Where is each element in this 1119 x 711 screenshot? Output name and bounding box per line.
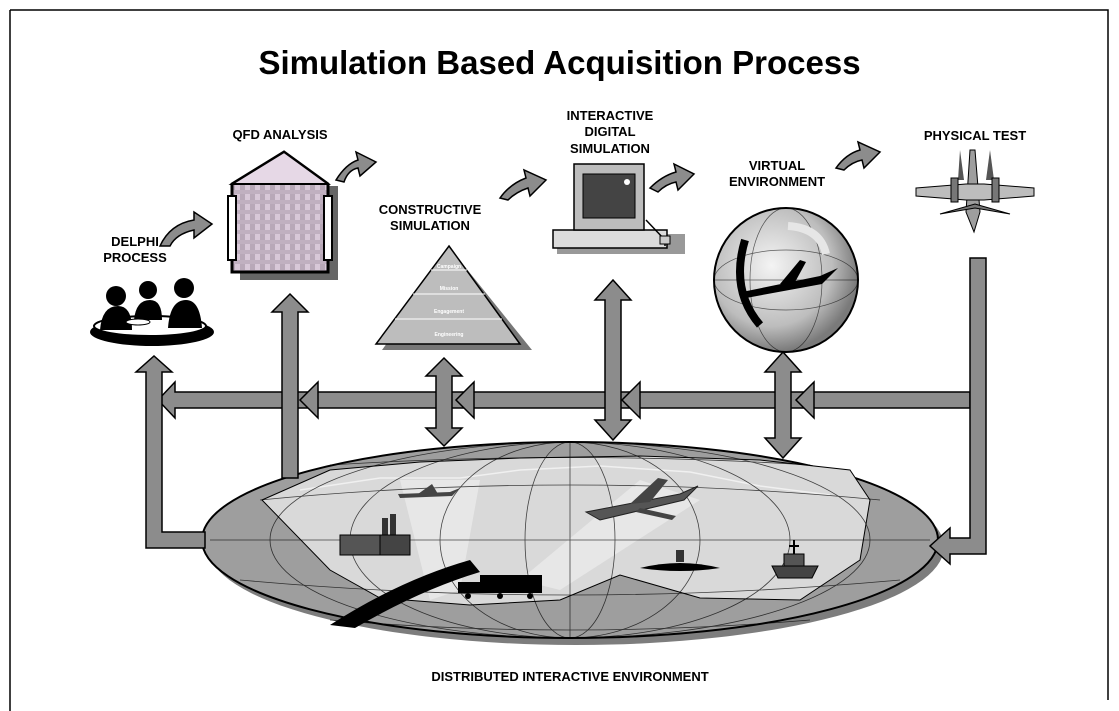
computer-icon bbox=[552, 163, 685, 254]
pyramid-level-engineering: Engineering bbox=[435, 332, 464, 338]
label-constructive-simulation: CONSTRUCTIVE SIMULATION bbox=[378, 202, 482, 234]
feedback-arrow-bar bbox=[156, 380, 971, 420]
constructive-double-arrow bbox=[424, 356, 464, 448]
ship-icon bbox=[771, 540, 819, 579]
truck-icon bbox=[458, 575, 542, 599]
large-jet-icon bbox=[584, 478, 699, 521]
physical-down-arrow bbox=[928, 257, 987, 566]
label-virtual-environment: VIRTUAL ENVIRONMENT bbox=[728, 158, 826, 190]
progress-arrows bbox=[158, 140, 882, 247]
small-jet-icon bbox=[398, 484, 460, 498]
virtual-sphere-icon bbox=[713, 207, 859, 353]
globe-map bbox=[201, 441, 944, 645]
pyramid-level-labels: Campaign Mission Engagement Engineering bbox=[434, 264, 464, 338]
label-physical-test: PHYSICAL TEST bbox=[923, 128, 1027, 143]
page-title: Simulation Based Acquisition Process bbox=[258, 44, 861, 81]
submarine-icon bbox=[640, 550, 720, 571]
label-delphi-process: DELPHI PROCESS bbox=[103, 234, 167, 266]
fighter-jet-icon bbox=[915, 149, 1035, 234]
constructive-pyramid-icon bbox=[374, 244, 532, 350]
delphi-meeting-icon bbox=[90, 278, 214, 346]
interactive-double-arrow bbox=[593, 278, 633, 442]
delphi-up-arrow bbox=[134, 354, 206, 549]
bar-arrowheads bbox=[298, 380, 815, 420]
qfd-up-arrow bbox=[270, 292, 310, 479]
factory-icon bbox=[339, 514, 411, 556]
label-qfd-analysis: QFD ANALYSIS bbox=[232, 127, 328, 142]
pyramid-level-mission: Mission bbox=[440, 286, 459, 292]
label-distributed-interactive-environment: DISTRIBUTED INTERACTIVE ENVIRONMENT bbox=[431, 669, 709, 684]
pyramid-level-campaign: Campaign bbox=[437, 264, 461, 270]
virtual-double-arrow bbox=[763, 350, 803, 460]
label-interactive-digital-simulation: INTERACTIVE DIGITAL SIMULATION bbox=[566, 108, 654, 156]
pyramid-level-engagement: Engagement bbox=[434, 309, 464, 315]
slide-border bbox=[9, 9, 1109, 711]
qfd-house-icon bbox=[227, 150, 338, 280]
